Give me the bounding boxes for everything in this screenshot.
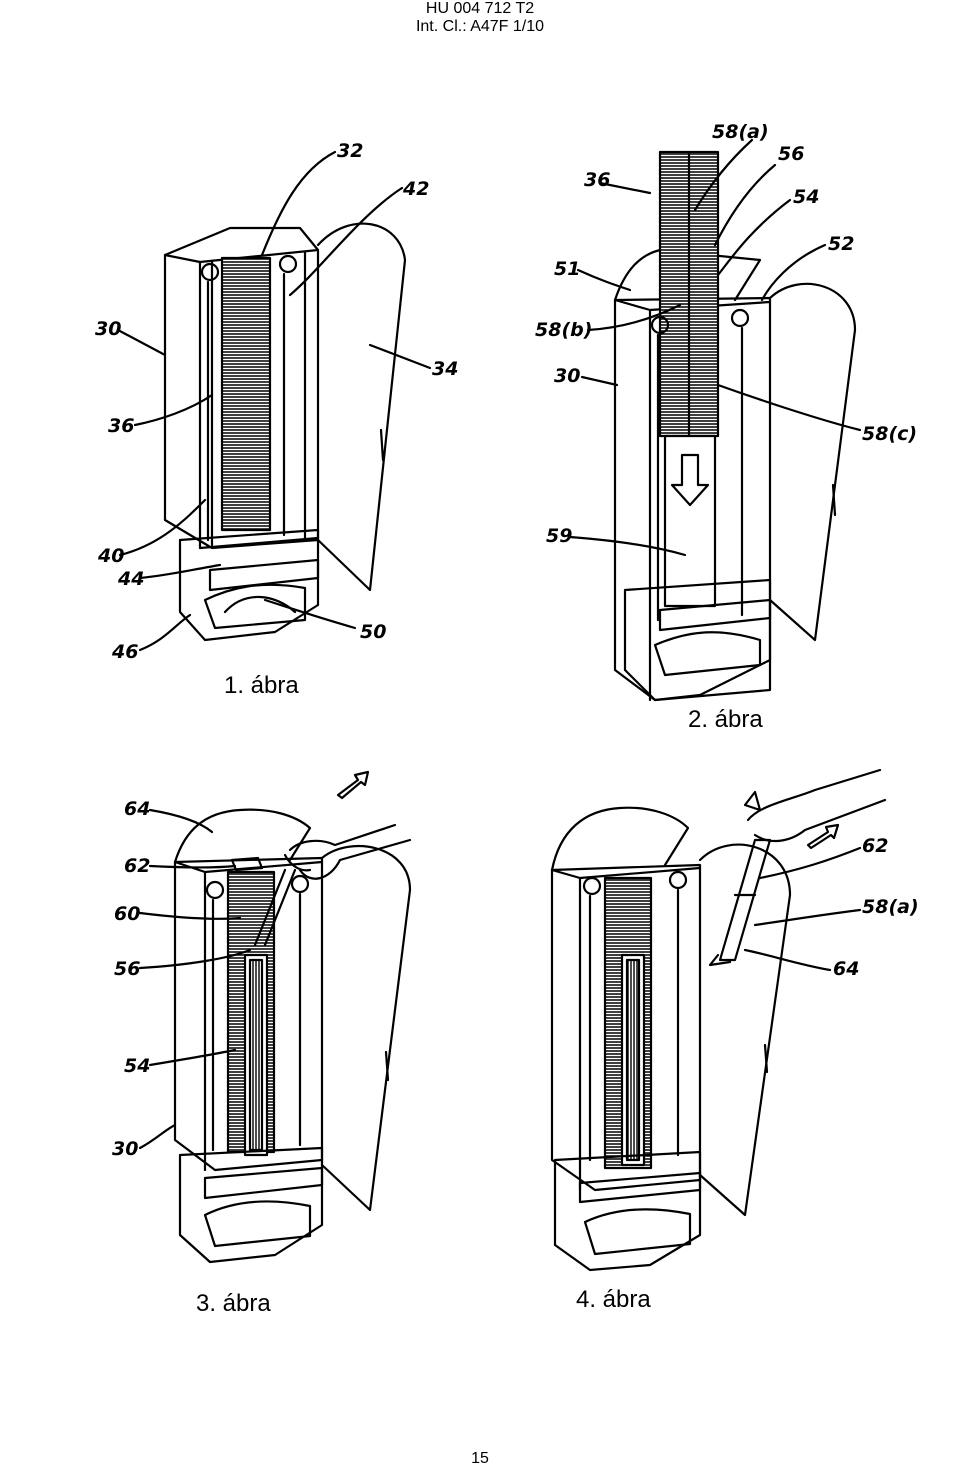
- ref-label: 58(c): [862, 423, 917, 445]
- ref-label: 50: [360, 621, 386, 643]
- ref-label: 42: [402, 178, 429, 200]
- figure-1-reference-labels: 32 42 30 34 36 40 44 46 50: [95, 140, 458, 663]
- ref-label: 58(a): [712, 121, 769, 143]
- ref-label: 32: [337, 140, 363, 162]
- ref-label: 40: [97, 545, 124, 567]
- figure-3-reference-labels: 64 62 60 56 54 30: [112, 798, 150, 1160]
- ref-label: 64: [833, 958, 859, 980]
- ref-label: 34: [432, 358, 458, 380]
- page-number: 15: [471, 1450, 489, 1467]
- ref-label: 30: [112, 1138, 138, 1160]
- ref-label: 46: [111, 641, 138, 663]
- ref-label: 30: [554, 365, 580, 387]
- ref-label: 36: [108, 415, 134, 437]
- figure-4-drawing: [550, 768, 887, 1272]
- ref-label: 64: [124, 798, 150, 820]
- figure-2-drawing: [568, 138, 862, 702]
- figure-2-reference-labels: 58(a) 56 36 54 52 51 58(b) 30 58(c) 59: [535, 121, 917, 547]
- figure-3-caption: 3. ábra: [196, 1290, 271, 1317]
- figure-2-caption: 2. ábra: [688, 706, 763, 733]
- ref-label: 58(b): [535, 319, 592, 341]
- ref-label: 44: [117, 568, 144, 590]
- ref-label: 56: [114, 958, 140, 980]
- figure-4-reference-labels: 62 58(a) 64: [833, 835, 919, 980]
- ref-label: 51: [554, 258, 580, 280]
- ref-label: 54: [793, 186, 819, 208]
- figure-1-drawing: [116, 150, 432, 652]
- ref-label: 52: [828, 233, 854, 255]
- figure-4-caption: 4. ábra: [576, 1286, 651, 1313]
- ref-label: 58(a): [862, 896, 919, 918]
- figure-3-drawing: [138, 770, 412, 1264]
- ref-label: 62: [862, 835, 888, 857]
- classification: Int. Cl.: A47F 1/10: [415, 18, 545, 35]
- ref-label: 59: [546, 525, 572, 547]
- ref-label: 54: [124, 1055, 150, 1077]
- ref-label: 60: [114, 903, 140, 925]
- ref-label: 36: [584, 169, 610, 191]
- ref-label: 56: [778, 143, 804, 165]
- patent-number: HU 004 712 T2: [425, 0, 535, 17]
- ref-label: 30: [95, 318, 121, 340]
- figure-1-caption: 1. ábra: [224, 672, 299, 699]
- ref-label: 62: [124, 855, 150, 877]
- document-header: HU 004 712 T2 Int. Cl.: A47F 1/10: [0, 0, 960, 36]
